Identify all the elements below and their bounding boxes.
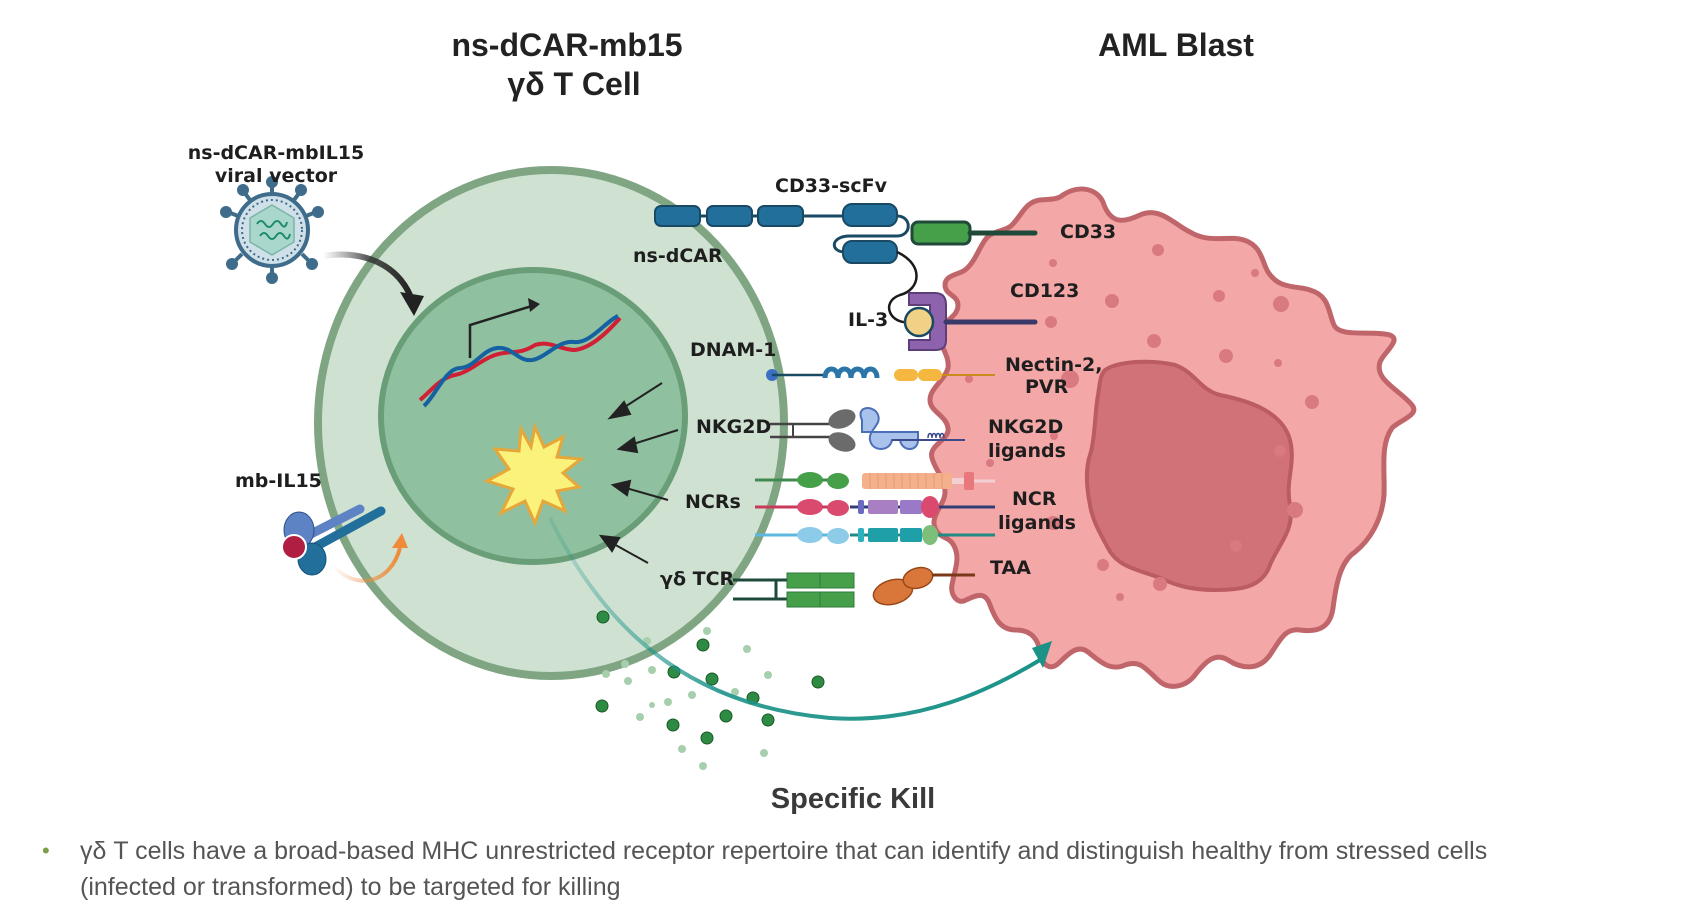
t-cell-title-line1: ns-dCAR-mb15	[451, 27, 682, 63]
t-cell-nucleus	[378, 267, 688, 565]
nkg2d-receptor	[770, 409, 856, 452]
aml-nucleus	[1085, 359, 1294, 593]
nectin2-pvr-ligand	[894, 369, 995, 381]
vector-entry-arrow	[322, 251, 424, 316]
ncr-ligands-label-line2: ligands	[998, 512, 1076, 534]
il3-label: IL-3	[848, 309, 888, 331]
t-cell-title-line2: γδ T Cell	[507, 66, 640, 102]
viral-vector-icon	[220, 176, 324, 284]
nkg2d-ligand	[859, 407, 965, 450]
signaling-arrows	[598, 382, 679, 564]
specific-kill-arrow	[548, 517, 1052, 721]
bullet-marker-icon: •	[42, 838, 50, 863]
aml-blast-cell	[927, 186, 1417, 689]
cd123-il3-complex	[903, 292, 1038, 351]
cd123-label: CD123	[1010, 280, 1079, 302]
viral-vector-label-line2: viral vector	[215, 165, 338, 187]
bullet-notes: • γδ T cells have a broad-based MHC unre…	[42, 833, 1522, 905]
mb-il15-signal-arrow	[331, 533, 408, 583]
ncrs-label: NCRs	[685, 491, 741, 513]
bullet-item: • γδ T cells have a broad-based MHC unre…	[42, 833, 1522, 905]
cd33-label: CD33	[1060, 221, 1116, 243]
nectin-label-line1: Nectin-2,	[1005, 354, 1103, 376]
cytotoxic-granules	[595, 610, 825, 770]
viral-vector-label-line1: ns-dCAR-mbIL15	[188, 142, 365, 164]
cd33-scfv-label: CD33-scFv	[775, 175, 888, 197]
gd-tcr-label: γδ TCR	[660, 568, 735, 590]
ncr-ligands-label-line1: NCR	[1012, 488, 1057, 510]
ncr-ligands	[850, 472, 995, 545]
taa-label: TAA	[990, 557, 1031, 579]
ns-dcar-construct	[654, 203, 918, 324]
bullet-text: γδ T cells have a broad-based MHC unrest…	[80, 837, 1488, 901]
aml-granules	[965, 244, 1319, 601]
t-cell	[314, 166, 788, 680]
mb-il15-label: mb-IL15	[235, 470, 322, 492]
nkg2d-label: NKG2D	[696, 416, 771, 438]
cytotoxic-burst-icon	[483, 422, 585, 527]
cd33-receptor	[910, 220, 1038, 246]
dnam1-receptor	[766, 366, 880, 381]
nkg2d-ligands-label-line1: NKG2D	[988, 416, 1063, 438]
gd-tcr-receptor	[733, 572, 855, 608]
mb-il15-icon	[281, 504, 386, 576]
specific-kill-label: Specific Kill	[771, 783, 935, 815]
nkg2d-ligands-label-line2: ligands	[988, 440, 1066, 462]
taa-ligand	[872, 566, 975, 606]
dnam1-label: DNAM-1	[690, 339, 776, 361]
dna-helix-icon	[418, 298, 622, 408]
nectin-label-line2: PVR	[1025, 376, 1069, 398]
ns-dcar-label: ns-dCAR	[633, 245, 723, 267]
aml-blast-title: AML Blast	[1098, 27, 1254, 63]
ncr-receptors	[755, 472, 849, 544]
